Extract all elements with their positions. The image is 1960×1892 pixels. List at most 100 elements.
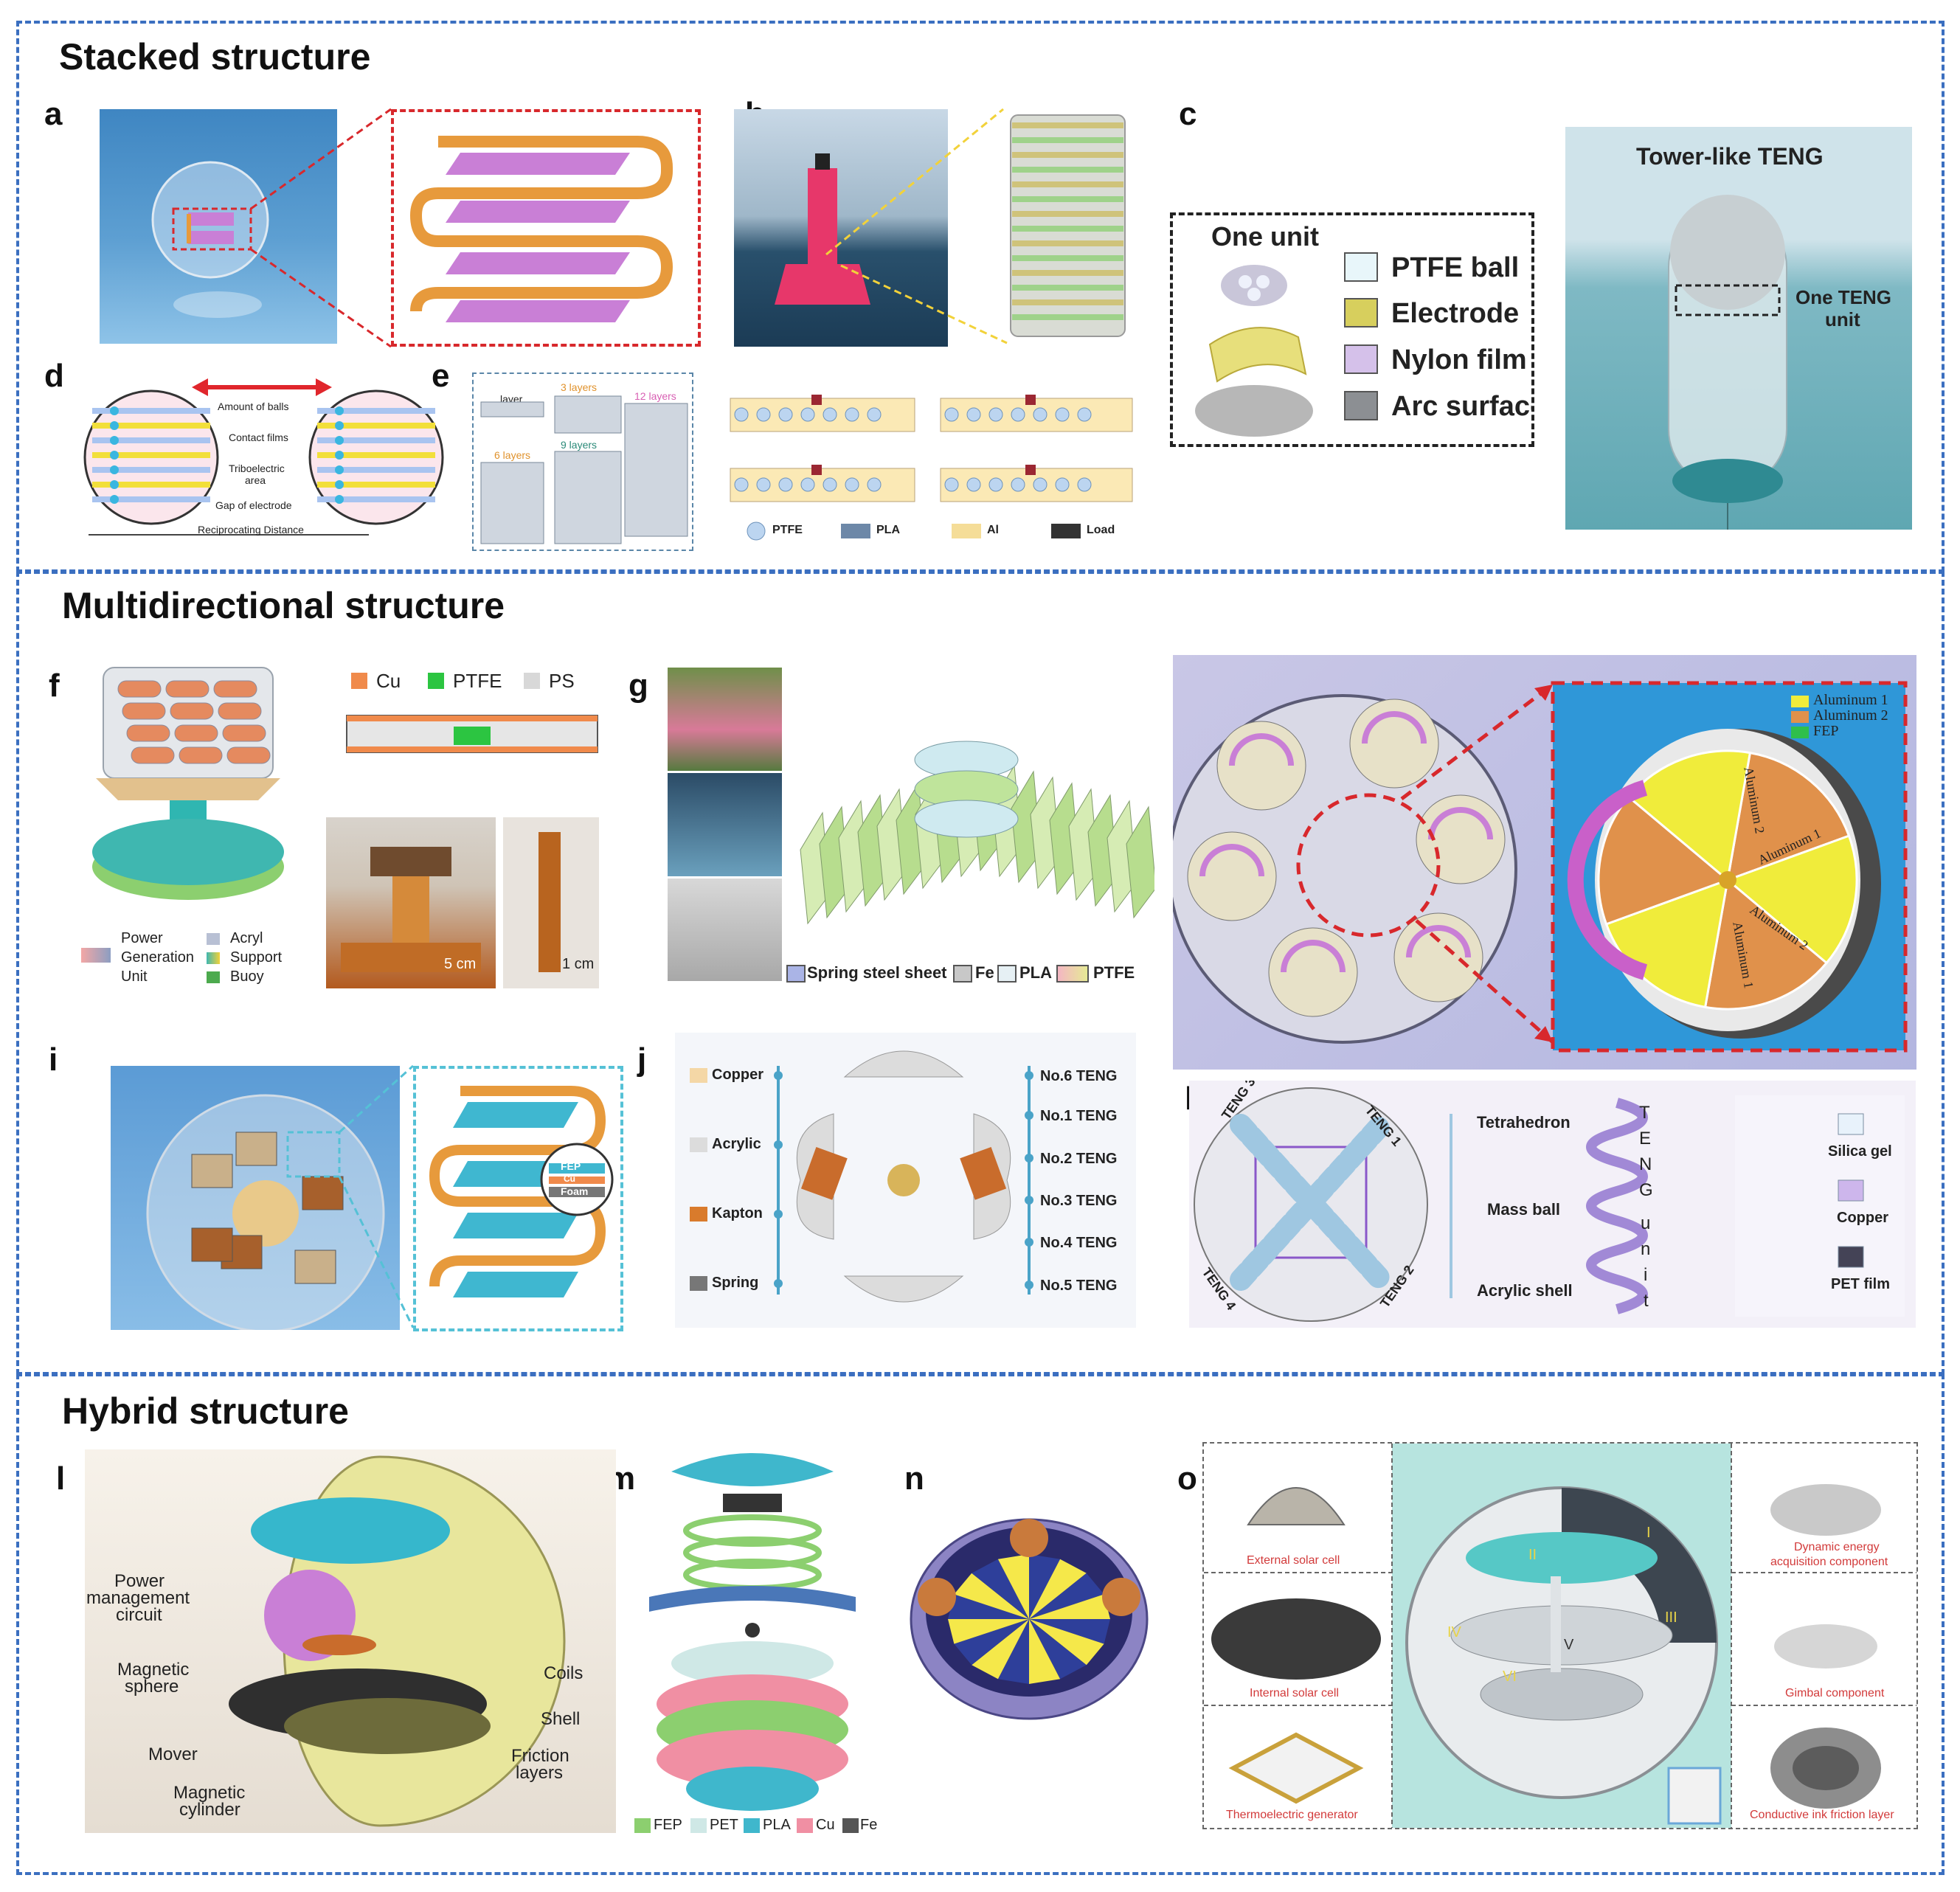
- teng-block: [191, 1154, 233, 1188]
- m-legend-pet: PET: [710, 1817, 738, 1833]
- f-legend-ptfe: PTFE: [453, 670, 502, 692]
- panel-f-device: [74, 660, 310, 926]
- e-legend-pla: PLA: [876, 524, 900, 536]
- i-layer-cu: Cu: [564, 1174, 575, 1184]
- g-legend-spring-steel: Spring steel sheet: [807, 963, 947, 982]
- electrode-sector: [1726, 751, 1851, 882]
- panel-f-legend-bottom: Power Generation Unit Acryl Support Buoy: [74, 926, 317, 996]
- ptfe-ball: [1011, 407, 1025, 422]
- f-legend-generation: Generation: [121, 949, 194, 966]
- f-legend-power: Power: [121, 930, 163, 946]
- d-label-area: area: [245, 474, 266, 486]
- h-swatch-fep: [1791, 727, 1809, 738]
- ptfe-ball: [823, 407, 837, 422]
- j-connector-dot: [774, 1210, 783, 1219]
- panel-letter-g: g: [628, 668, 648, 704]
- electrode-sector: [1029, 1559, 1087, 1619]
- cylinder-layer: [1012, 226, 1123, 232]
- j-swatch-kapton: [690, 1207, 707, 1222]
- o-roman-III: III: [1665, 1609, 1677, 1626]
- panel-e-circuit: PTFE PLA Al Load: [727, 384, 1140, 546]
- panel-g-photos: [668, 668, 782, 981]
- ball-mark: [335, 480, 344, 489]
- j-label-no3: No.3 TENG: [1040, 1193, 1118, 1209]
- panel-h-figure: Aluminum 1 Aluminum 2 FEP Aluminum 2 Alu…: [1173, 655, 1916, 1070]
- panel-f-legend-top: Cu PTFE PS: [339, 664, 605, 767]
- power-cylinder: [218, 702, 262, 720]
- tower-illustration: [1668, 195, 1787, 530]
- one-unit-label: One unit: [1211, 221, 1319, 252]
- k-unit-letter-t2: t: [1644, 1291, 1649, 1311]
- ptfe-ball: [734, 477, 749, 492]
- panel-letter-j: j: [637, 1042, 647, 1078]
- j-connector-dot: [774, 1140, 783, 1149]
- buoy-sphere-illustration: [151, 161, 269, 318]
- ball-mark: [335, 421, 344, 430]
- panel-g-lotus-teng: [786, 701, 1154, 929]
- power-cylinder: [117, 680, 162, 698]
- g-swatch-ptfe: [1056, 965, 1089, 983]
- electrode-sector: [1029, 1619, 1110, 1644]
- k-callout-mass-ball: Mass ball: [1487, 1200, 1561, 1219]
- electrode-sector: [1725, 834, 1858, 965]
- k-tetrahedron-illustration: [1194, 1087, 1905, 1322]
- panel-letter-n: n: [904, 1460, 924, 1497]
- lotus-petal: [1126, 805, 1154, 919]
- tower-unit-label-1: One TENG: [1795, 286, 1892, 308]
- h-swatch-aluminum-1: [1791, 696, 1809, 707]
- ball-mark: [110, 480, 119, 489]
- red-buoy-illustration: [775, 153, 870, 305]
- ptfe-ball: [1055, 477, 1070, 492]
- e-legend-al: Al: [987, 524, 999, 536]
- contact-film-stripe: [92, 423, 210, 429]
- f-photo-2-coil: [539, 832, 561, 972]
- m-swatch-cu: [797, 1818, 813, 1833]
- ptfe-ball: [800, 407, 815, 422]
- contact-film-stripe: [317, 452, 435, 458]
- section-title-stacked: Stacked structure: [59, 36, 371, 77]
- ptfe-ball: [1055, 407, 1070, 422]
- n-cylinder-teng: [910, 1518, 1149, 1720]
- f-swatch-acryl: [207, 933, 220, 945]
- cylinder-layer: [1012, 196, 1123, 202]
- o-hybrid-sphere: [1204, 1444, 1916, 1828]
- panel-d-diagram: Amount of balls Contact films Triboelect…: [81, 372, 450, 550]
- d-label-triboelectric: Triboelectric: [229, 462, 285, 474]
- power-cylinder: [226, 746, 271, 764]
- legend-label-ptfe-ball: PTFE ball: [1391, 252, 1520, 283]
- panel-g-legend: Spring steel sheet Fe PLA PTFE: [782, 959, 1166, 988]
- o-label-acquisition-component: acquisition component: [1770, 1556, 1888, 1568]
- f-legend-unit: Unit: [121, 968, 148, 985]
- k-unit-letter-i: i: [1644, 1265, 1648, 1285]
- panel-l-figure: Power management circuit Magnetic sphere…: [85, 1449, 616, 1833]
- j-label-kapton: Kapton: [712, 1205, 763, 1222]
- electrode-sector: [948, 1594, 1029, 1619]
- k-unit-letter-n: N: [1639, 1154, 1652, 1174]
- ptfe-ball: [944, 477, 959, 492]
- m-swatch-fe: [842, 1818, 859, 1833]
- k-callout-acrylic-shell: Acrylic shell: [1477, 1281, 1573, 1300]
- g-swatch-pla: [997, 965, 1017, 983]
- k-legend-copper: Copper: [1837, 1210, 1888, 1226]
- cylinder-layer: [1012, 299, 1123, 305]
- power-cylinder: [165, 680, 209, 698]
- d-label-reciprocating-distance: Reciprocating Distance: [198, 524, 304, 536]
- electrode-sector: [1703, 878, 1829, 1011]
- ptfe-ball: [800, 477, 815, 492]
- o-label-external-solar-cell: External solar cell: [1247, 1554, 1340, 1567]
- ball-mark: [110, 451, 119, 460]
- teng-block: [294, 1250, 336, 1284]
- k-legend-pet-film: PET film: [1831, 1276, 1891, 1292]
- cylinder-layer: [1012, 211, 1123, 217]
- fep-arc: [1362, 711, 1427, 744]
- power-cylinder: [170, 702, 214, 720]
- j-label-copper: Copper: [712, 1067, 763, 1083]
- legend-swatch-ptfe-ball: [1344, 252, 1378, 282]
- panel-f-photo-2: 1 cm: [503, 817, 599, 988]
- f-swatch-ptfe: [428, 673, 444, 689]
- cylinder-layer: [1012, 181, 1123, 187]
- e-legend-load: Load: [1087, 524, 1115, 536]
- contact-film-stripe: [92, 437, 210, 443]
- teng-block: [235, 1132, 277, 1166]
- electrode-sector: [954, 1573, 1029, 1619]
